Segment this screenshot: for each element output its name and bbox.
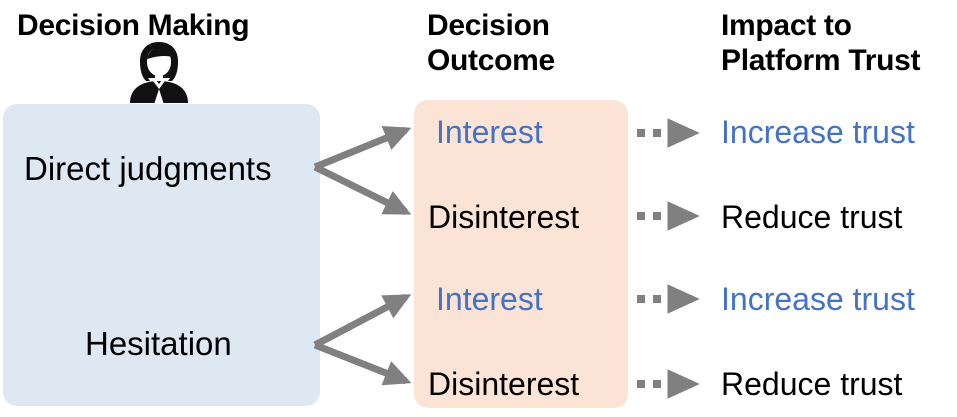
- branch-arrow-hesitation: [313, 293, 412, 386]
- column-heading-decision-making: Decision Making: [17, 9, 250, 42]
- panel-decision-outcome: [414, 100, 628, 408]
- outcome-label-interest-direct: Interest: [436, 114, 543, 150]
- stage-label-direct-judgments: Direct judgments: [24, 150, 272, 187]
- impact-label-increase-trust-2: Increase trust: [721, 281, 915, 317]
- outcome-label-interest-hesitation: Interest: [436, 281, 543, 317]
- column-heading-impact-to-platform-trust: Impact to Platform Trust: [721, 9, 921, 77]
- column-heading-decision-outcome: Decision Outcome: [427, 9, 555, 77]
- impact-label-reduce-trust-1: Reduce trust: [721, 199, 903, 235]
- outcome-label-disinterest-hesitation: Disinterest: [428, 366, 580, 402]
- branch-arrow-direct-judgments: [313, 125, 412, 216]
- stage-label-hesitation: Hesitation: [85, 325, 232, 362]
- impact-label-reduce-trust-2: Reduce trust: [721, 366, 903, 402]
- outcome-label-disinterest-direct: Disinterest: [428, 199, 580, 235]
- businesswoman-icon: [130, 42, 188, 103]
- impact-label-increase-trust-1: Increase trust: [721, 114, 915, 150]
- panel-decision-making: [3, 104, 320, 406]
